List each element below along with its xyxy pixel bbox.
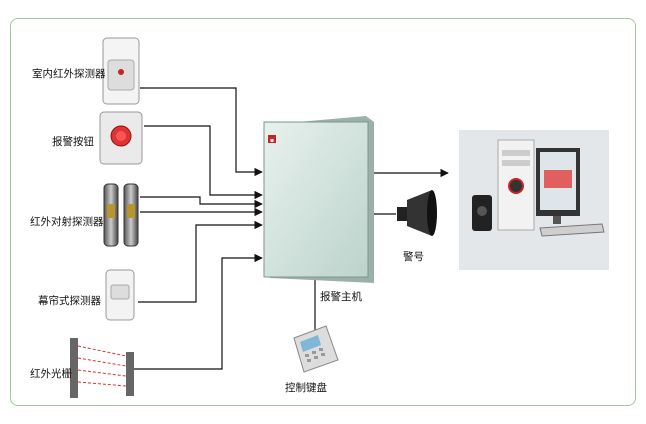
label-siren: 警号 <box>403 251 424 263</box>
light-curtain-icon <box>70 338 134 398</box>
keypad-icon <box>293 325 339 373</box>
label-beam-detector: 红外对射探测器 <box>30 216 104 228</box>
label-alarm-host: 报警主机 <box>320 291 362 303</box>
svg-text:▪: ▪ <box>270 137 274 144</box>
siren-icon <box>397 190 437 236</box>
beam-detector-icon <box>103 183 139 247</box>
label-pir-detector: 室内红外探测器 <box>32 68 106 80</box>
curtain-detector-icon <box>105 269 135 321</box>
label-curtain-detector: 幕帘式探测器 <box>38 295 101 307</box>
label-keypad: 控制键盘 <box>285 382 327 394</box>
pir-detector-icon <box>102 37 140 105</box>
label-alarm-button: 报警按钮 <box>52 136 94 148</box>
computer-icon <box>459 130 609 270</box>
connector-lines <box>134 87 449 370</box>
label-light-curtain: 红外光栅 <box>30 368 72 380</box>
alarm-button-icon <box>99 111 143 165</box>
alarm-host-panel: ▪ <box>263 116 374 283</box>
